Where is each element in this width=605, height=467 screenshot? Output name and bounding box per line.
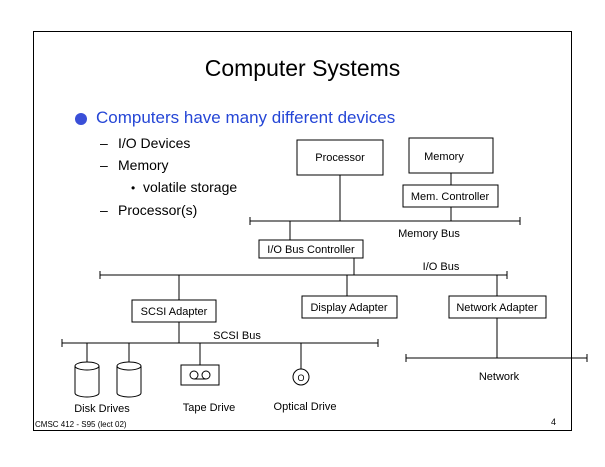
sub-item-memory: Memory bbox=[118, 157, 169, 173]
disk-drive-icon bbox=[74, 361, 100, 398]
slide-frame bbox=[33, 31, 572, 431]
tape-drive-label: Tape Drive bbox=[183, 402, 236, 414]
footer-course-label: CMSC 412 - S95 (lect 02) bbox=[35, 420, 127, 429]
main-bullet: Computers have many different devices bbox=[96, 108, 396, 127]
processor-label: Processor bbox=[315, 152, 365, 164]
scsi-adapter-box bbox=[131, 299, 217, 323]
io-bus-controller-label: I/O Bus Controller bbox=[267, 244, 355, 256]
subsub-bullet-icon: • bbox=[131, 181, 136, 195]
disk-drives-label: Disk Drives bbox=[74, 403, 130, 415]
io-bus-label: I/O Bus bbox=[423, 261, 460, 273]
optical-drive-label: Optical Drive bbox=[274, 401, 337, 413]
optical-drive-symbol: O bbox=[297, 373, 304, 383]
mem-controller-label: Mem. Controller bbox=[411, 191, 490, 203]
scsi-adapter-label: SCSI Adapter bbox=[141, 306, 208, 318]
sub-item-processors: Processor(s) bbox=[118, 202, 198, 218]
display-adapter-label: Display Adapter bbox=[310, 302, 387, 314]
slide-title: Computer Systems bbox=[204, 55, 401, 81]
dash-marker: – bbox=[100, 157, 108, 173]
bullet-dot-icon bbox=[75, 113, 87, 125]
memory-bus-label: Memory Bus bbox=[398, 228, 460, 240]
page-number: 4 bbox=[551, 417, 557, 427]
network-label: Network bbox=[479, 371, 520, 383]
network-adapter-label: Network Adapter bbox=[456, 302, 538, 314]
scsi-bus-label: SCSI Bus bbox=[213, 330, 261, 342]
memory-label: Memory bbox=[424, 151, 464, 163]
display-adapter-box bbox=[301, 295, 398, 319]
sub-item-io-devices: I/O Devices bbox=[118, 135, 191, 151]
tape-drive-icon bbox=[180, 364, 220, 386]
disk-drive-icon bbox=[116, 361, 142, 398]
io-bus-controller-box bbox=[258, 239, 364, 259]
subsub-item-volatile-storage: volatile storage bbox=[143, 179, 238, 195]
dash-marker: – bbox=[100, 202, 108, 218]
optical-drive-icon bbox=[292, 368, 310, 386]
dash-marker: – bbox=[100, 135, 108, 151]
